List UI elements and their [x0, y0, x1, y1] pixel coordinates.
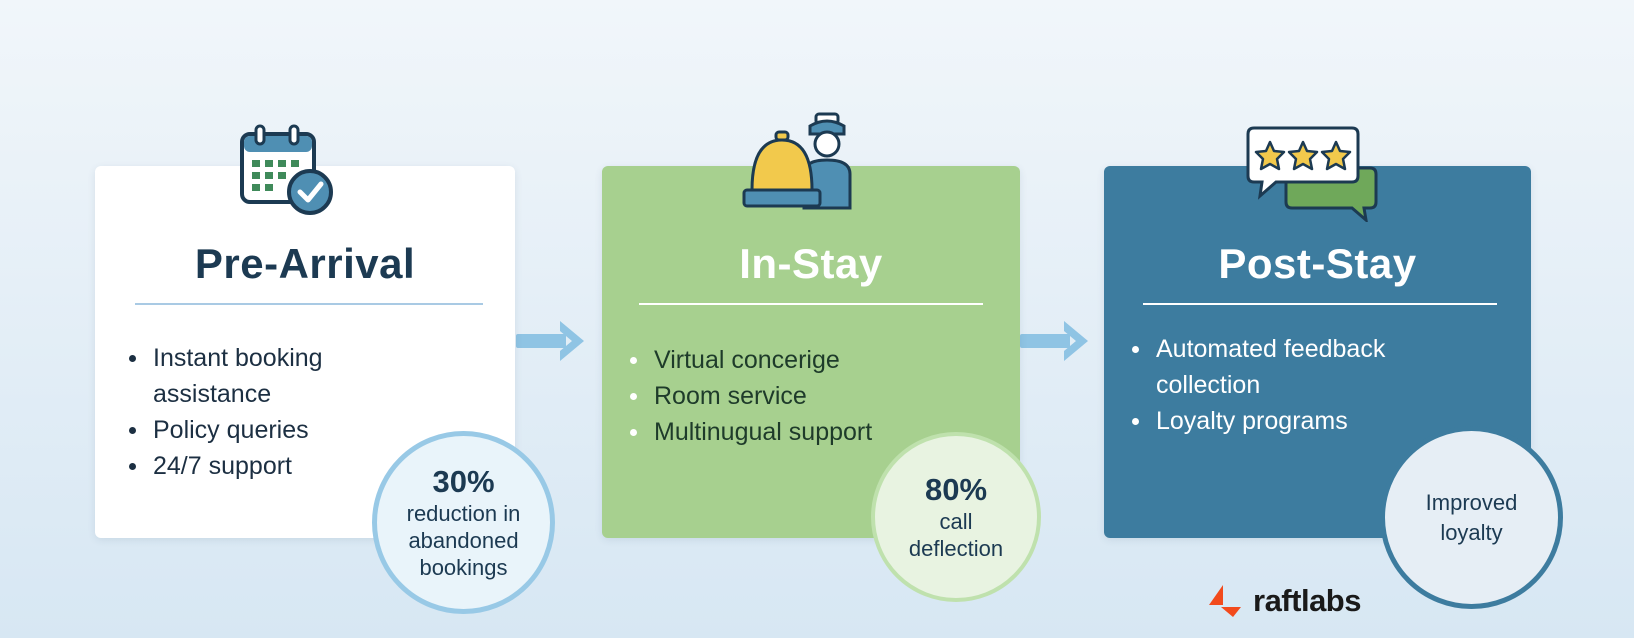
divider [1143, 303, 1497, 305]
rating-stars-chat-icon [1246, 126, 1378, 222]
raftlabs-logo-icon [1209, 585, 1241, 617]
stage-title: Pre-Arrival [194, 240, 416, 287]
stat-value: 80% [924, 472, 988, 507]
stat-circle: 30% reduction in abandoned bookings [372, 431, 555, 614]
stat-label: reduction in abandoned bookings [406, 501, 521, 580]
concierge-bell-icon [742, 112, 852, 210]
brand-logo: raftlabs [1207, 583, 1361, 618]
list-item: Policy queries [127, 412, 377, 448]
stat-value: 30% [432, 464, 495, 499]
list-item: Virtual concerige [628, 342, 988, 378]
feature-list: Instant booking assistance Policy querie… [127, 340, 377, 484]
arrow-right-icon [1020, 321, 1088, 361]
stat-circle: Improved loyalty [1380, 426, 1563, 609]
divider [135, 303, 483, 305]
feature-list: Automated feedback collection Loyalty pr… [1130, 331, 1420, 439]
list-item: Automated feedback collection [1130, 331, 1420, 403]
calendar-check-icon [240, 124, 333, 215]
divider [639, 303, 983, 305]
brand-name: raftlabs [1253, 583, 1361, 618]
list-item: 24/7 support [127, 448, 377, 484]
list-item: Instant booking assistance [127, 340, 377, 412]
stage-title: In-Stay [739, 240, 883, 287]
stage-title: Post-Stay [1218, 240, 1417, 287]
arrow-right-icon [516, 321, 584, 361]
stat-label: call deflection [908, 509, 1004, 561]
feature-list: Virtual concerige Room service Multinugu… [628, 342, 988, 450]
list-item: Loyalty programs [1130, 403, 1420, 439]
list-item: Room service [628, 378, 988, 414]
stage-card-pre-arrival: Pre-Arrival Instant booking assistance P… [95, 166, 515, 538]
stat-label: Improved loyalty [1425, 489, 1518, 545]
list-item: Multinugual support [628, 414, 988, 450]
stat-circle: 80% call deflection [871, 432, 1041, 602]
